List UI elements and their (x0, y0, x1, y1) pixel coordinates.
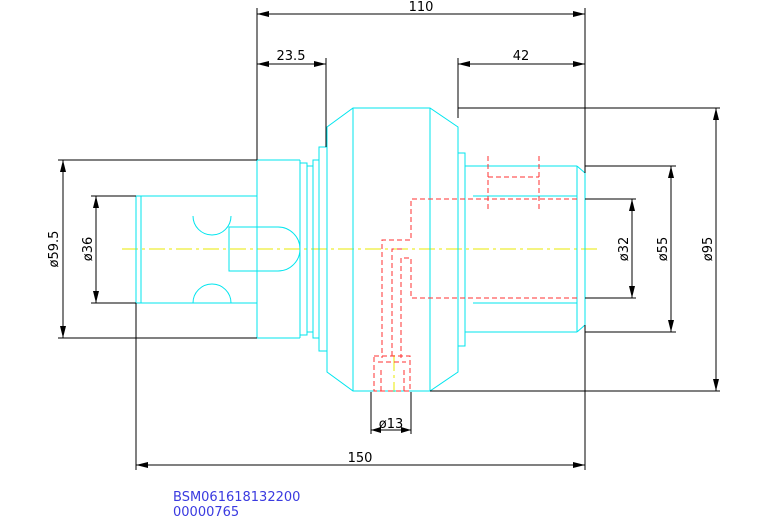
dim-dia-59-5: ø59.5 (47, 231, 62, 268)
dim-dia-36: ø36 (81, 237, 96, 262)
dimension-lines (58, 8, 720, 470)
dim-dia-55: ø55 (656, 237, 671, 262)
dim-dia-32: ø32 (617, 237, 632, 262)
hidden-lines (373, 156, 577, 392)
dim-shank-length: 42 (513, 49, 530, 64)
dim-overall-length: 110 (409, 0, 434, 15)
part-number: BSM061618132200 (173, 490, 301, 505)
part-outline (135, 107, 586, 392)
dim-total-length: 150 (348, 451, 373, 466)
dim-bore-diameter: ø13 (379, 417, 404, 432)
dim-dia-95: ø95 (701, 237, 716, 262)
serial-number: 00000765 (173, 505, 240, 520)
dim-flange-offset: 23.5 (277, 49, 306, 64)
